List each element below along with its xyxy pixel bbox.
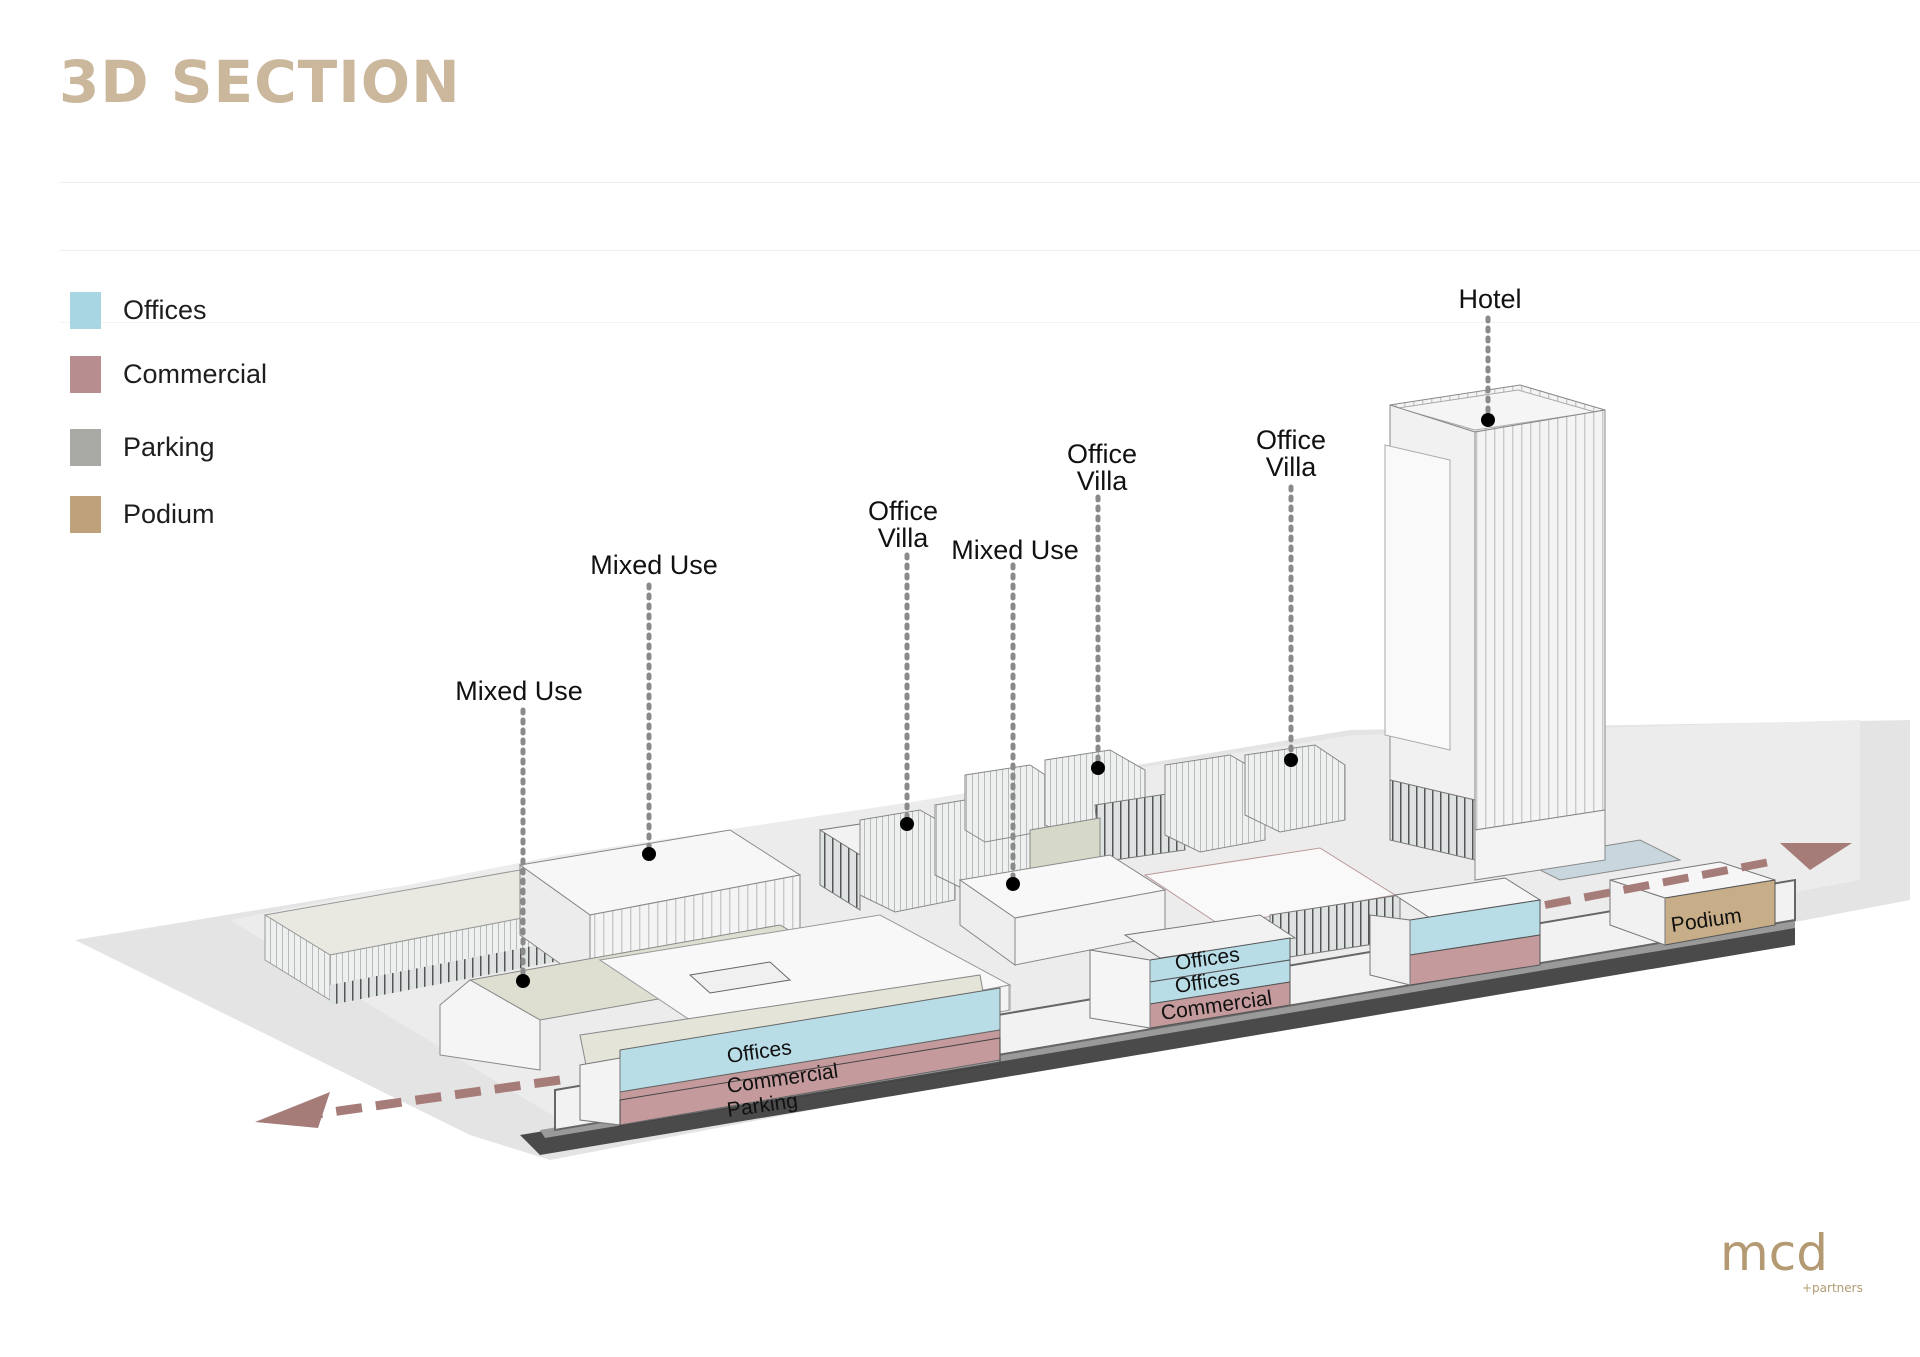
callout-dot — [1006, 877, 1020, 891]
parking-swatch — [70, 429, 101, 466]
hotel-tower — [1384, 384, 1606, 881]
front-section-bands — [579, 987, 1001, 1127]
callout-leaders — [520, 315, 1491, 985]
divider — [59, 322, 1920, 323]
callout-hotel: Hotel — [1458, 284, 1521, 314]
logo-text: mcd — [1720, 1230, 1828, 1282]
divider — [59, 250, 1920, 251]
legend-item-commercial: Commercial — [70, 356, 267, 393]
legend-label: Offices — [123, 295, 207, 325]
legend-label: Podium — [123, 499, 215, 529]
legend-label: Parking — [123, 432, 215, 462]
legend-item-podium: Podium — [70, 496, 215, 533]
legend-item-parking: Parking — [70, 429, 215, 466]
office-villa-cluster — [818, 744, 1346, 913]
legend-label: Commercial — [123, 359, 268, 389]
divider — [59, 182, 1920, 183]
callout-dot — [1481, 413, 1495, 427]
legend-item-offices: Offices — [70, 292, 207, 329]
page-title: 3D SECTION — [59, 48, 461, 116]
middle-section-bands — [1089, 914, 1297, 1029]
callout-dots — [516, 413, 1495, 988]
callout-dot — [516, 974, 530, 988]
building-mixed-use-central — [958, 847, 1401, 966]
logo-subtext: +partners — [1802, 1281, 1863, 1295]
callout-dot — [1091, 761, 1105, 775]
podium-swatch — [70, 496, 101, 533]
offices-swatch — [70, 292, 101, 329]
building-east-offices — [1369, 877, 1542, 986]
callout-dot — [642, 847, 656, 861]
mcd-partners-logo: mcd +partners — [1720, 1230, 1863, 1295]
callout-mixed-use-central: Mixed Use — [951, 535, 1079, 565]
callout-dot — [900, 817, 914, 831]
callout-mixed-use-west: Mixed Use — [455, 676, 583, 706]
callout-dot — [1284, 753, 1298, 767]
circulation-arrow-east — [1544, 843, 1852, 909]
commercial-swatch — [70, 356, 101, 393]
circulation-arrow-west — [255, 1075, 561, 1128]
callout-mixed-use-north: Mixed Use — [590, 550, 718, 580]
